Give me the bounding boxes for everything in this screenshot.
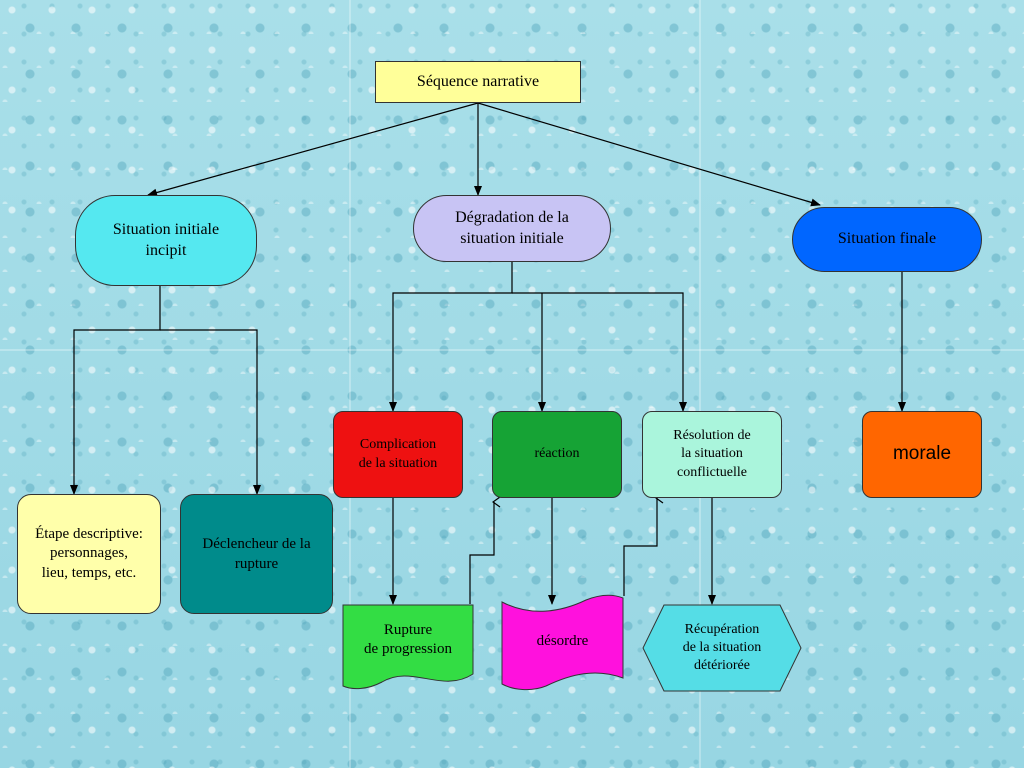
edge-degradation-resolution — [512, 292, 687, 412]
node-declencheur: Déclencheur de la rupture — [180, 494, 333, 614]
node-desordre: désordre — [501, 612, 624, 672]
node-resolution: Résolution de la situation conflictuelle — [642, 411, 782, 498]
node-etape-descriptive-label: Étape descriptive: personnages, lieu, te… — [35, 525, 143, 581]
node-sequence-narrative: Séquence narrative — [375, 61, 581, 103]
node-desordre-label: désordre — [536, 633, 589, 650]
node-sequence-narrative-label: Séquence narrative — [416, 72, 540, 90]
node-recuperation-label: Récupération de la situation détériorée — [682, 621, 762, 674]
edge-initiale-branch — [70, 286, 161, 495]
edge-degradation-complication — [389, 262, 513, 412]
node-degradation-label: Dégradation de la situation initiale — [455, 208, 569, 247]
node-complication-label: Complication de la situation — [358, 437, 438, 471]
edge-desordre-resolution — [623, 498, 657, 596]
edge-sequence-initiale — [147, 102, 479, 197]
node-rupture: Rupture de progression — [342, 610, 474, 670]
node-reaction-label: réaction — [534, 446, 580, 462]
node-declencheur-label: Déclencheur de la rupture — [202, 536, 311, 572]
edge-initiale-declencheur — [160, 329, 261, 495]
node-morale-label: morale — [892, 443, 952, 465]
node-situation-initiale: Situation initiale incipit — [75, 195, 257, 286]
node-etape-descriptive: Étape descriptive: personnages, lieu, te… — [17, 494, 161, 614]
node-resolution-label: Résolution de la situation conflictuelle — [673, 428, 751, 480]
edge-sequence-finale — [477, 102, 821, 207]
node-recuperation-shape — [642, 604, 802, 692]
node-degradation: Dégradation de la situation initiale — [413, 195, 611, 262]
node-situation-finale-label: Situation finale — [837, 230, 937, 248]
node-complication: Complication de la situation — [333, 411, 463, 498]
node-desordre-shape — [501, 594, 624, 691]
node-situation-finale: Situation finale — [792, 207, 982, 272]
node-rupture-label: Rupture de progression — [364, 621, 452, 658]
node-morale: morale — [862, 411, 982, 498]
node-recuperation: Récupération de la situation détériorée — [642, 604, 802, 692]
node-reaction: réaction — [492, 411, 622, 498]
edge-rupture-reaction — [469, 502, 494, 604]
node-rupture-shape — [342, 604, 474, 690]
node-situation-initiale-label: Situation initiale incipit — [112, 220, 220, 259]
